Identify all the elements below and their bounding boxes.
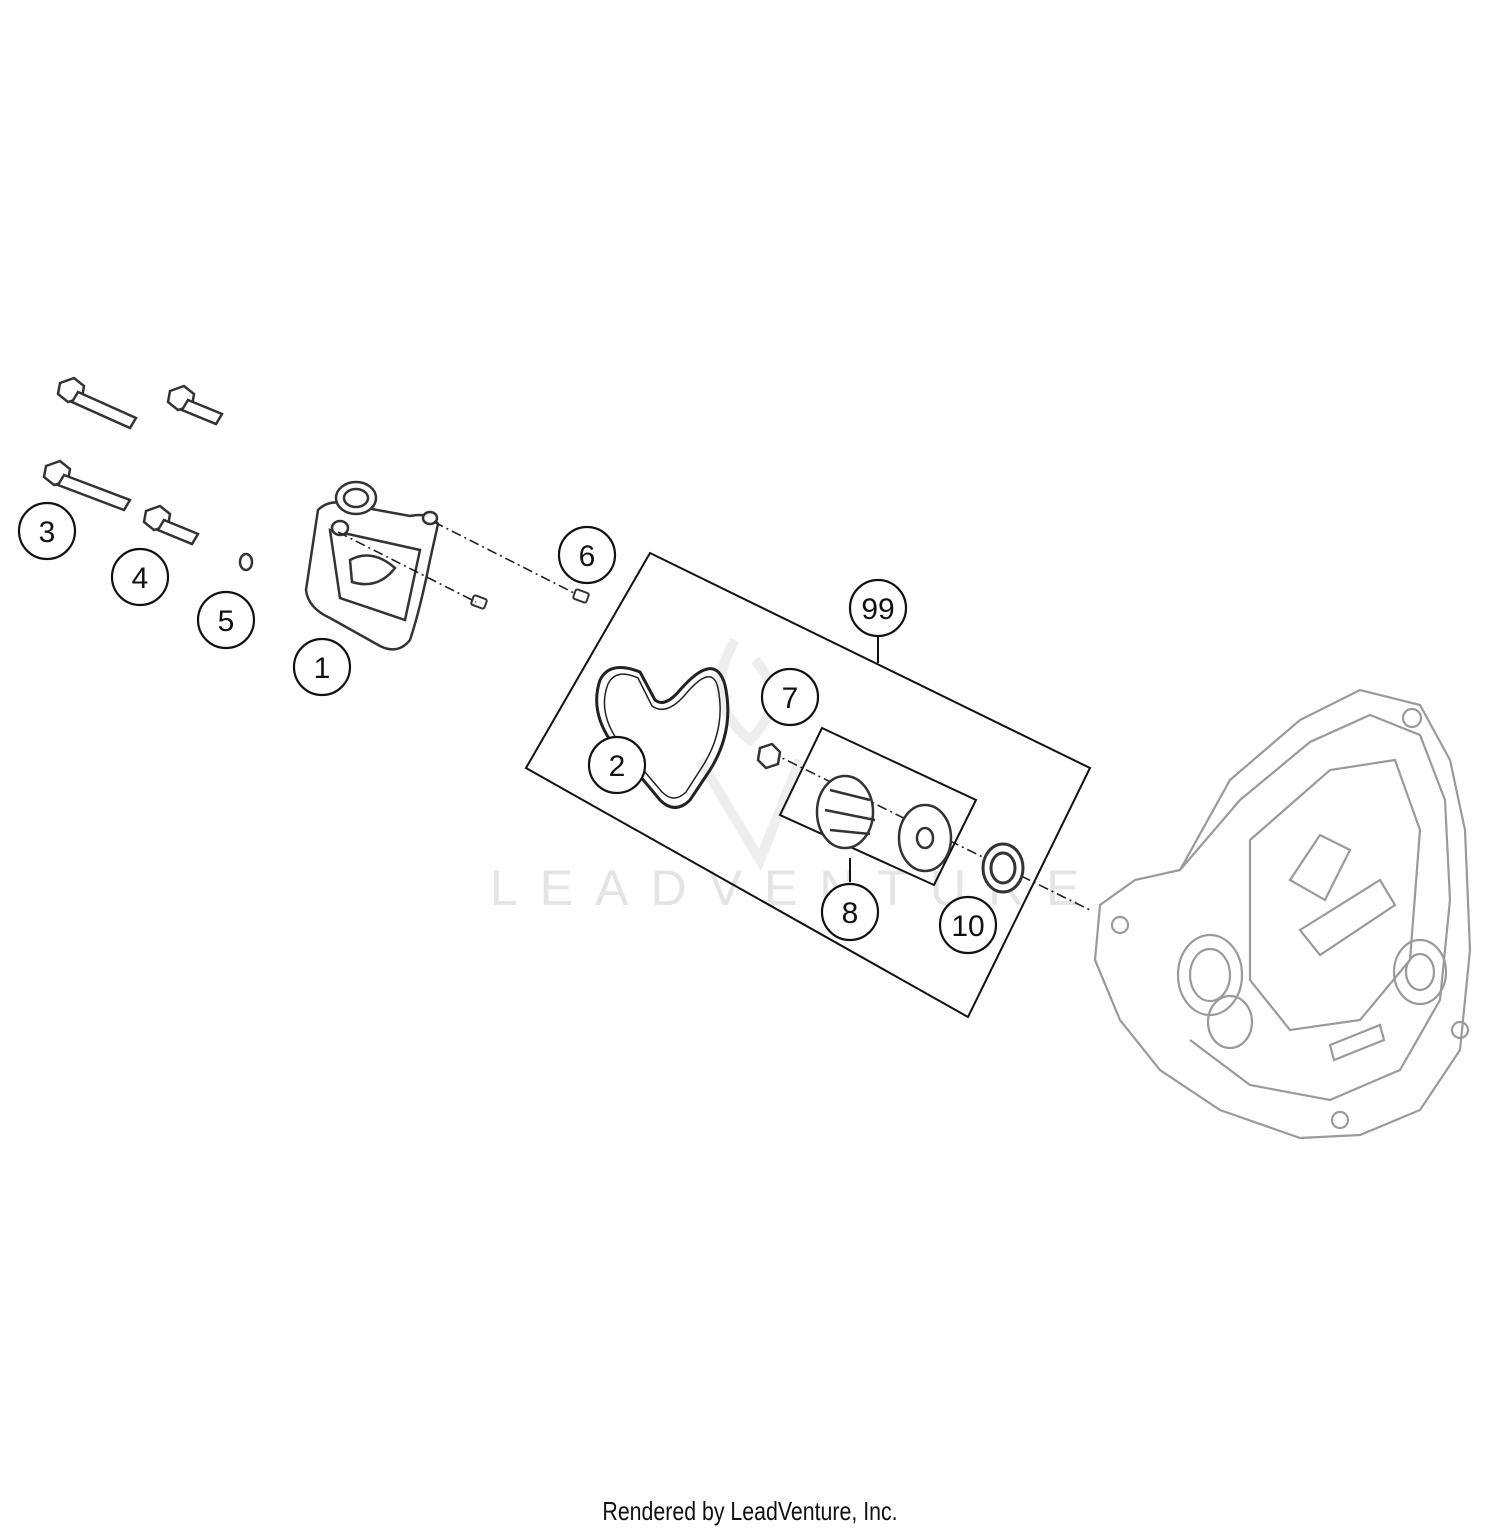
callout-label-99: 99 bbox=[861, 593, 894, 626]
callout-2: 2 bbox=[587, 735, 647, 795]
callout-8: 8 bbox=[820, 882, 880, 942]
callout-circle-7 bbox=[760, 667, 820, 727]
callout-1: 1 bbox=[292, 637, 352, 697]
dowel-pin-right bbox=[572, 588, 590, 604]
bolt-short-upper bbox=[166, 384, 224, 426]
callout-circle-8 bbox=[820, 882, 880, 942]
callout-circle-2 bbox=[587, 735, 647, 795]
kit-outline-99 bbox=[524, 551, 1092, 1019]
callout-circle-99 bbox=[848, 578, 908, 638]
shaft-seal bbox=[981, 842, 1025, 894]
callout-7: 7 bbox=[760, 667, 820, 727]
callout-circle-3 bbox=[17, 501, 77, 561]
callout-label-4: 4 bbox=[132, 562, 149, 595]
callout-10: 10 bbox=[938, 895, 998, 955]
callout-label-3: 3 bbox=[39, 516, 56, 549]
callout-label-8: 8 bbox=[842, 897, 859, 930]
water-pump-cover bbox=[304, 480, 440, 651]
callout-label-2: 2 bbox=[609, 750, 626, 783]
alignment-lines bbox=[337, 521, 1091, 911]
bolt-short-lower bbox=[142, 504, 200, 546]
callout-99: 99 bbox=[848, 578, 908, 638]
bolt-long-lower bbox=[42, 459, 132, 512]
bolt-long-upper bbox=[56, 376, 138, 430]
impeller-nut bbox=[756, 742, 782, 770]
callout-circle-5 bbox=[196, 590, 256, 650]
callout-circle-10 bbox=[938, 895, 998, 955]
callout-circle-1 bbox=[292, 637, 352, 697]
callout-3: 3 bbox=[17, 501, 77, 561]
callout-label-7: 7 bbox=[782, 682, 799, 715]
callout-label-1: 1 bbox=[314, 652, 331, 685]
impeller-shaft-disc bbox=[897, 803, 953, 873]
callout-label-6: 6 bbox=[579, 540, 596, 573]
callout-layer: 3 4 5 1 6 99 7 2 8 10 bbox=[17, 501, 998, 955]
callout-circle-4 bbox=[110, 547, 170, 607]
impeller bbox=[815, 774, 876, 850]
callout-5: 5 bbox=[196, 590, 256, 650]
callout-label-10: 10 bbox=[951, 910, 984, 943]
clutch-cover bbox=[1093, 688, 1472, 1140]
callout-4: 4 bbox=[110, 547, 170, 607]
callout-6: 6 bbox=[557, 525, 617, 585]
callout-label-5: 5 bbox=[218, 605, 235, 638]
kit-outline-8 bbox=[778, 726, 978, 887]
callout-circle-6 bbox=[557, 525, 617, 585]
washer bbox=[238, 552, 254, 572]
dowel-pin-left bbox=[470, 594, 488, 610]
footer-credit: Rendered by LeadVenture, Inc. bbox=[602, 1496, 898, 1526]
